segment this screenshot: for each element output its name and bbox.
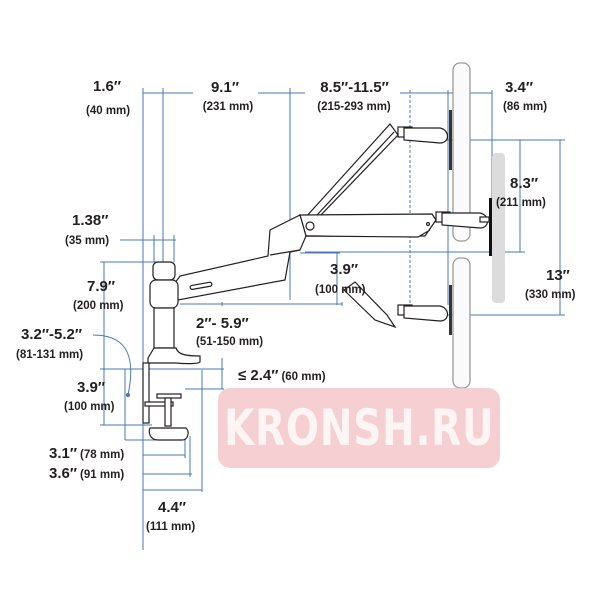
desk-thickness-label: ≤ 2.4″(60 mm): [238, 368, 326, 384]
arm2-length-metric: (215-293 mm): [317, 101, 391, 113]
clamp-pad-1-label: 3.1″(78 mm): [49, 446, 124, 462]
arm1-length-metric: (231 mm): [202, 101, 254, 113]
monitor-depth-imperial: 3.4″: [505, 79, 534, 96]
watermark: KRONSH.RU: [218, 388, 500, 468]
base-width-metric: (111 mm): [146, 521, 196, 533]
tilt-offset-imperial: 8.3″: [510, 175, 539, 192]
monitor-outlines: [449, 62, 505, 389]
clamp-pad-2-metric: (91 mm): [80, 469, 125, 481]
pole-width-label: 1.6″: [93, 79, 121, 94]
lift-range-metric: (330 mm): [525, 289, 576, 301]
clamp-pad-2-imperial: 3.6″: [49, 465, 78, 482]
arm-height-adjust-imperial: 2″- 5.9″: [196, 315, 249, 332]
clamp-pad-1-metric: (78 mm): [80, 449, 125, 461]
desk-thickness-metric: (60 mm): [281, 371, 326, 383]
tilt-offset-metric: (211 mm): [496, 197, 546, 209]
clamp-rotation-metric: (81-131 mm): [16, 349, 84, 361]
lift-range-imperial: 13″: [546, 267, 570, 284]
arm1-length-imperial: 9.1″: [210, 79, 240, 96]
arm2-length-imperial: 8.5″-11.5″: [320, 79, 389, 96]
monitor-depth-metric: (86 mm): [503, 101, 548, 113]
desk-thickness-imperial: ≤ 2.4″: [238, 367, 279, 384]
arm-height-adjust-metric: (51-150 mm): [196, 336, 264, 348]
clamp-pad-1-imperial: 3.1″: [49, 445, 78, 462]
pole-diameter-imperial: 1.38″: [72, 212, 109, 229]
pole-height-imperial: 7.9″: [87, 278, 116, 295]
monitor-arm: [142, 123, 490, 441]
clamp-depth-metric: (100 mm): [64, 401, 115, 413]
clamp-rotation-imperial: 3.2″-5.2″: [21, 326, 83, 343]
clamp-depth-imperial: 3.9″: [77, 379, 106, 396]
watermark-text: KRONSH.RU: [223, 399, 495, 457]
base-width-imperial: 4.4″: [158, 499, 187, 516]
arm-drop-imperial: 3.9″: [330, 261, 359, 278]
arm-drop-metric: (100 mm): [315, 284, 366, 296]
pole-width-metric: (40 mm): [86, 105, 131, 117]
pole-diameter-metric: (35 mm): [65, 235, 110, 247]
pole-width-imperial: 1.6″: [93, 78, 122, 95]
clamp-pad-2-label: 3.6″(91 mm): [49, 466, 124, 482]
pole-height-metric: (200 mm): [73, 300, 124, 312]
